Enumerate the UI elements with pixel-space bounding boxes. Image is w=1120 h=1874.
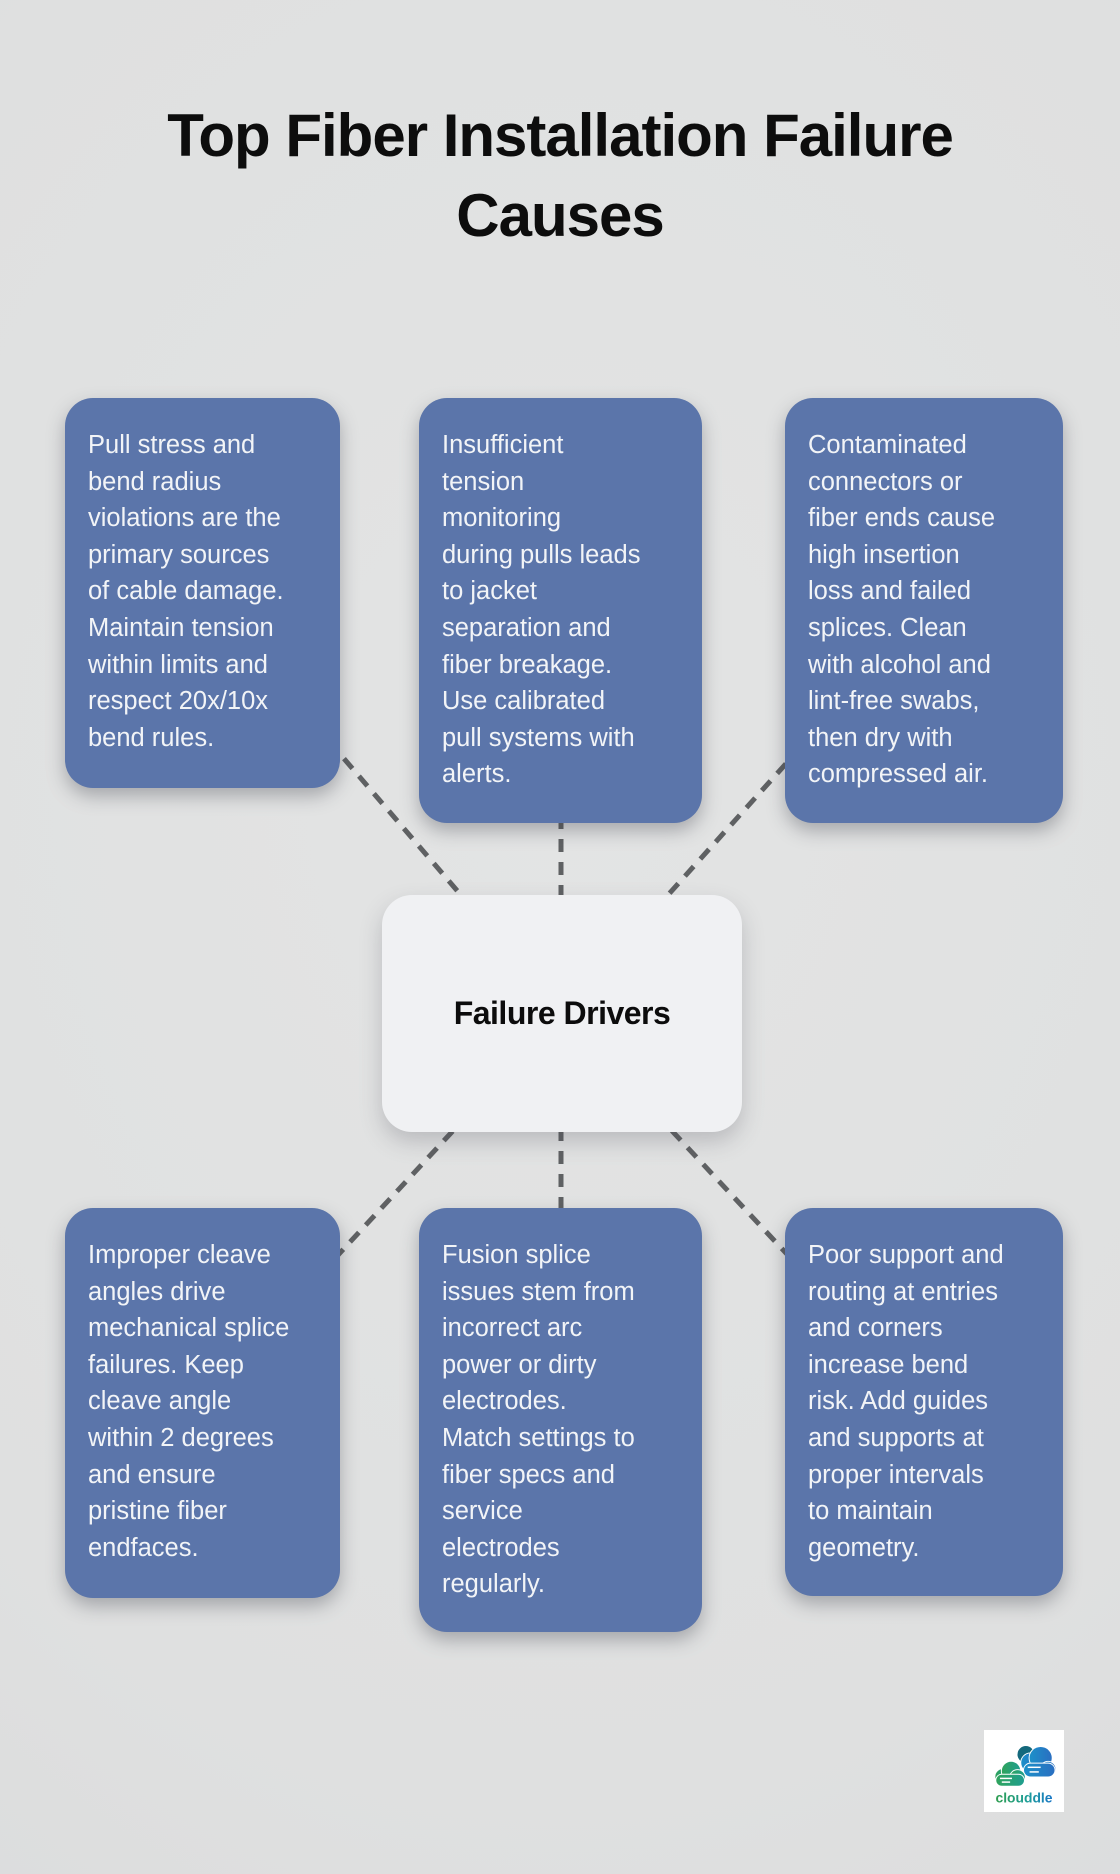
cause-card-bottom-middle: Fusion splice issues stem from incorrect… <box>419 1208 702 1632</box>
central-node: Failure Drivers <box>382 895 742 1132</box>
cause-card-top-left: Pull stress and bend radius violations a… <box>65 398 340 788</box>
cause-card-top-right: Contaminated connectors or fiber ends ca… <box>785 398 1063 823</box>
cause-card-top-middle: Insufficient tension monitoring during p… <box>419 398 702 823</box>
logo-wordmark: clouddle <box>996 1789 1053 1805</box>
clouddle-logo: clouddle <box>984 1730 1064 1812</box>
cause-card-bottom-right: Poor support and routing at entries and … <box>785 1208 1063 1596</box>
cloud-icon-green <box>994 1760 1026 1787</box>
clouddle-logo-graphic: clouddle <box>994 1746 1057 1805</box>
central-node-label: Failure Drivers <box>453 995 671 1031</box>
page-title: Top Fiber Installation Failure Causes <box>167 102 954 249</box>
cause-card-bottom-left: Improper cleave angles drive mechanical … <box>65 1208 340 1598</box>
